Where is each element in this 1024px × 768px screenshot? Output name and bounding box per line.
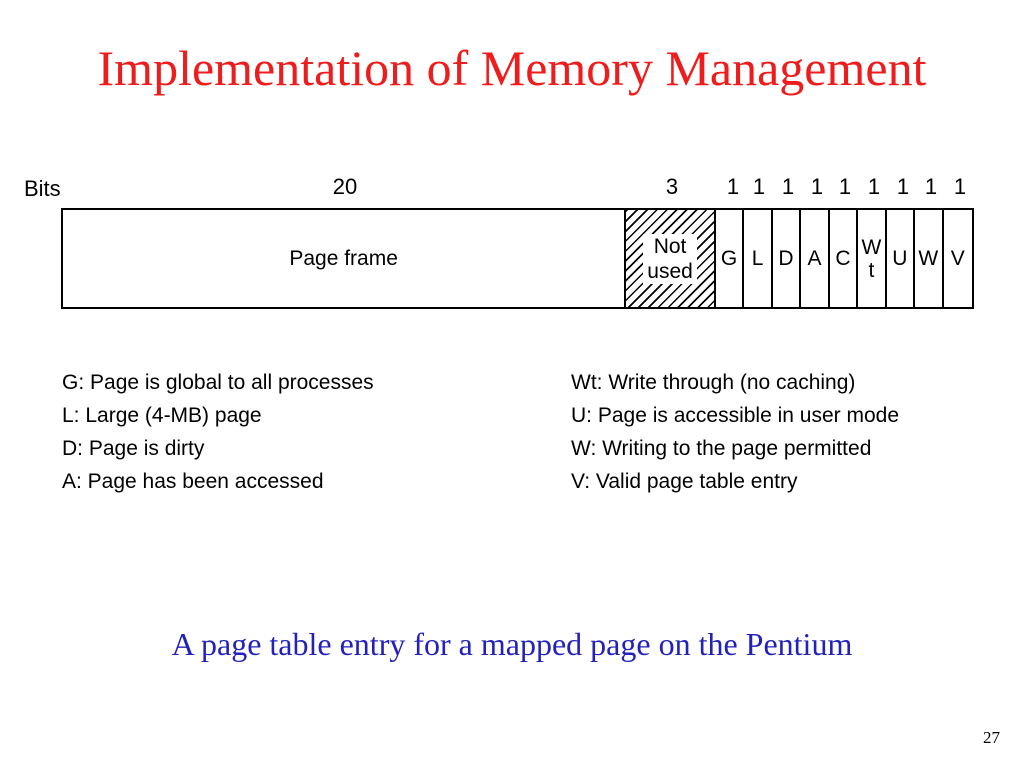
field-u: U bbox=[887, 210, 916, 307]
field-not-used: Not used bbox=[626, 210, 716, 307]
field-not-used-label: Not used bbox=[643, 233, 697, 284]
legend-right: Wt: Write through (no caching) U: Page i… bbox=[571, 366, 899, 498]
field-not-used-line1: Not bbox=[653, 234, 687, 258]
legend-left: G: Page is global to all processes L: La… bbox=[62, 366, 374, 498]
width-label-v: 1 bbox=[953, 174, 967, 199]
field-w: W bbox=[915, 210, 944, 307]
field-not-used-line2: used bbox=[647, 259, 693, 283]
field-l: L bbox=[744, 210, 773, 307]
legend-item-w: W: Writing to the page permitted bbox=[571, 437, 872, 460]
field-page-frame: Page frame bbox=[63, 210, 627, 307]
field-g: G bbox=[716, 210, 745, 307]
field-wt-label: W t bbox=[861, 236, 881, 282]
field-page-frame-label: Page frame bbox=[289, 247, 398, 270]
legend-item-g: G: Page is global to all processes bbox=[62, 371, 374, 394]
width-label-u: 1 bbox=[896, 174, 910, 199]
field-wt: W t bbox=[858, 210, 887, 307]
legend-item-v: V: Valid page table entry bbox=[571, 470, 798, 493]
page-table-entry-diagram: Page frame Not used G L D A C W t U W V bbox=[61, 208, 974, 309]
bits-label: Bits bbox=[24, 176, 61, 201]
legend-item-d: D: Page is dirty bbox=[62, 437, 205, 460]
width-label-a: 1 bbox=[810, 174, 824, 199]
slide-title: Implementation of Memory Management bbox=[97, 40, 927, 96]
width-label-c: 1 bbox=[838, 174, 852, 199]
legend-item-wt: Wt: Write through (no caching) bbox=[571, 371, 856, 394]
legend-item-a: A: Page has been accessed bbox=[62, 470, 324, 493]
legend-item-u: U: Page is accessible in user mode bbox=[571, 404, 899, 427]
width-label-l: 1 bbox=[752, 174, 766, 199]
field-a: A bbox=[801, 210, 830, 307]
field-d: D bbox=[773, 210, 802, 307]
field-v: V bbox=[944, 210, 972, 307]
slide-caption: A page table entry for a mapped page on … bbox=[171, 626, 853, 662]
field-wt-line1: W bbox=[861, 235, 882, 259]
legend-item-l: L: Large (4-MB) page bbox=[62, 404, 262, 427]
width-label-w: 1 bbox=[924, 174, 938, 199]
field-w-label: W bbox=[918, 247, 939, 270]
width-label-wt: 1 bbox=[867, 174, 881, 199]
width-label-d: 1 bbox=[781, 174, 795, 199]
field-l-label: L bbox=[751, 247, 764, 270]
field-u-label: U bbox=[892, 247, 908, 270]
field-c-label: C bbox=[835, 247, 851, 270]
width-label-page-frame: 20 bbox=[332, 174, 358, 199]
width-label-not-used: 3 bbox=[665, 174, 679, 199]
field-c: C bbox=[830, 210, 859, 307]
field-wt-line2: t bbox=[868, 258, 875, 282]
field-g-label: G bbox=[720, 247, 738, 270]
field-d-label: D bbox=[778, 247, 794, 270]
field-v-label: V bbox=[950, 247, 965, 270]
width-label-g: 1 bbox=[726, 174, 740, 199]
field-a-label: A bbox=[807, 247, 822, 270]
page-number: 27 bbox=[983, 728, 1000, 747]
